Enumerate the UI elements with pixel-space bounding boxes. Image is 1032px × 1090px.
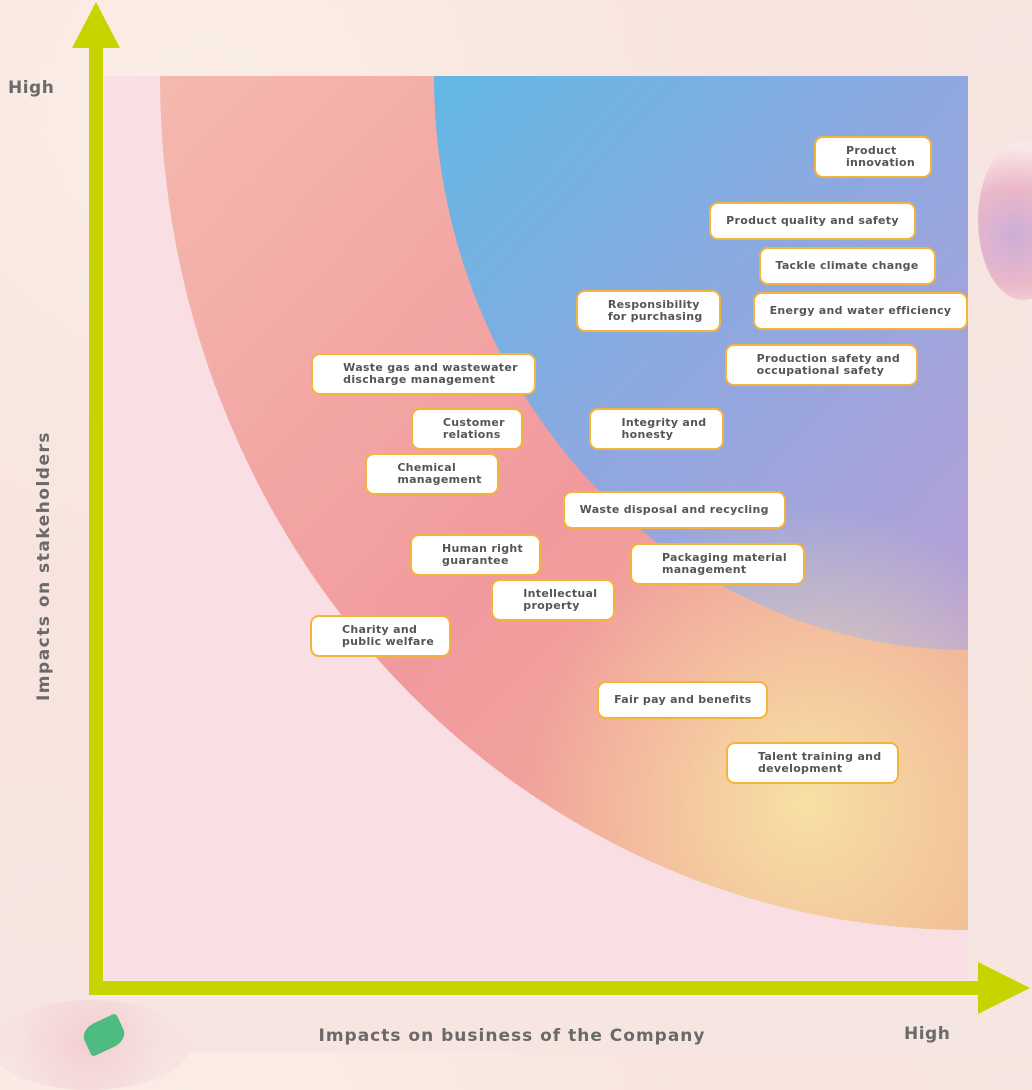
topic-box: Integrity and honesty: [589, 407, 725, 450]
topic-box: Energy and water efficiency: [753, 292, 968, 331]
topic-box: Intellectual property: [491, 579, 616, 622]
topic-box: Fair pay and benefits: [597, 680, 769, 719]
y-axis-arrowhead: [72, 2, 120, 48]
topic-box: Packaging material management: [629, 543, 805, 586]
x-axis-high-label: High: [904, 1024, 951, 1044]
x-axis-arrowhead: [978, 962, 1030, 1014]
topic-box: Waste disposal and recycling: [562, 490, 786, 529]
decorative-watercolor-blob: [978, 140, 1032, 300]
topic-box: Waste gas and wastewater discharge manag…: [311, 353, 537, 396]
topic-box: Responsibility for purchasing: [575, 290, 721, 333]
topic-box: Product quality and safety: [708, 201, 916, 240]
y-axis-label: Impacts on stakeholders: [34, 430, 54, 702]
topic-box: Customer relations: [410, 407, 523, 450]
topic-box: Talent training and development: [725, 742, 899, 785]
topic-box: Production safety and occupational safet…: [724, 344, 918, 387]
topic-box: Charity and public welfare: [309, 615, 451, 658]
x-axis-label: Impacts on business of the Company: [318, 1026, 706, 1046]
topic-box: Product innovation: [813, 136, 932, 179]
topic-box: Tackle climate change: [758, 246, 936, 285]
topic-box: Human right guarantee: [410, 534, 542, 577]
topic-box: Chemical management: [365, 452, 500, 495]
y-axis-high-label: High: [8, 78, 55, 98]
